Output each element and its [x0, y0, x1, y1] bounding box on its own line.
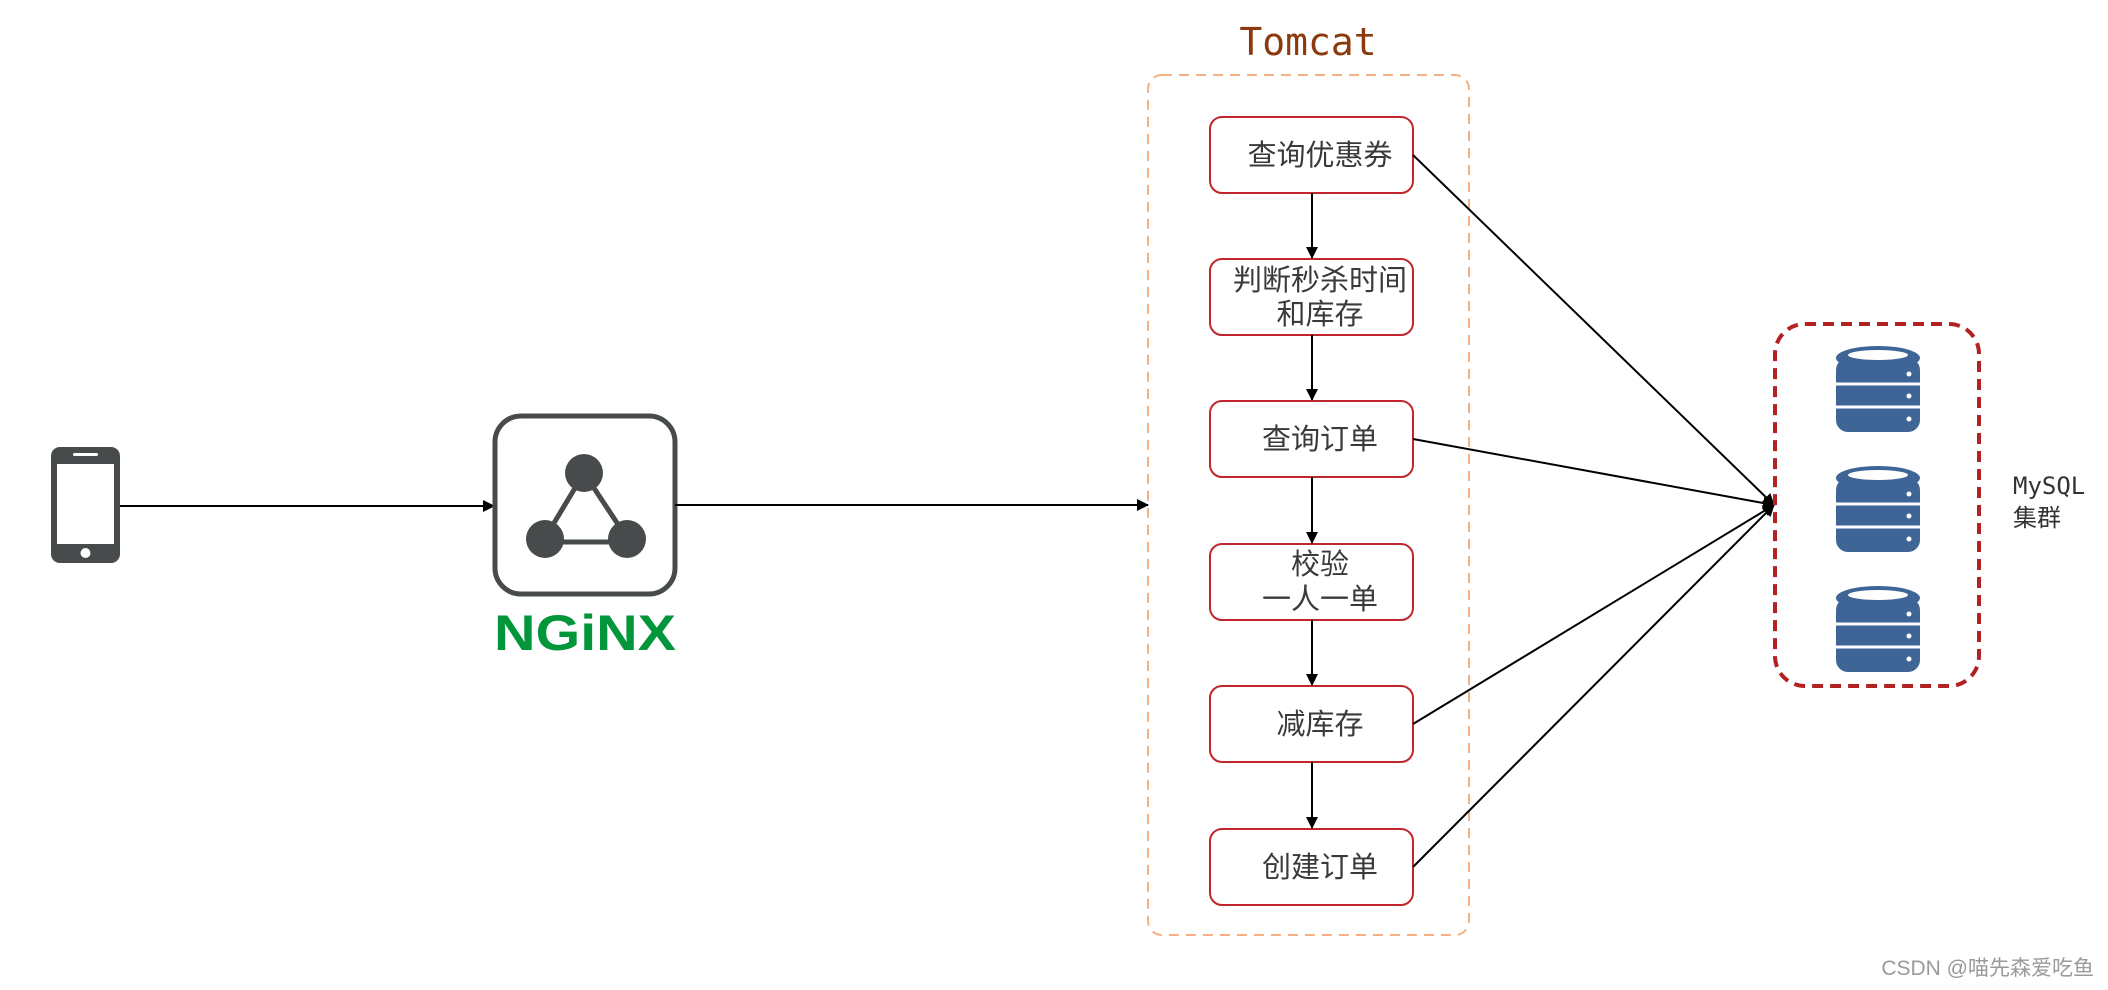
- step-box-create-order: 创建订单: [1209, 828, 1414, 906]
- step-label: 减库存: [1276, 707, 1363, 741]
- database-server-icon: [1836, 466, 1920, 552]
- step-box-check-time-stock: 判断秒杀时间 和库存: [1209, 258, 1414, 336]
- step-box-reduce-stock: 减库存: [1209, 685, 1414, 763]
- mysql-cluster-container: [1773, 322, 1981, 688]
- database-server-icon: [1836, 346, 1920, 432]
- mysql-label: MySQL: [2013, 472, 2085, 500]
- watermark: CSDN @喵先森爱吃鱼: [1881, 957, 2094, 980]
- step-label: 判断秒杀时间: [1233, 263, 1407, 297]
- tomcat-title: Tomcat: [1239, 20, 1376, 64]
- arrow-reduce-stock-to-mysql: [1412, 504, 1775, 725]
- step-label: 查询订单: [1262, 422, 1378, 456]
- step-label: 查询优惠券: [1247, 138, 1392, 172]
- tomcat-container: [1147, 74, 1470, 936]
- step-box-query-coupon: 查询优惠券: [1209, 116, 1414, 194]
- arrow-query-coupon-to-mysql: [1412, 154, 1775, 506]
- arrow-create-order-to-mysql: [1412, 504, 1775, 868]
- step-label: 和库存: [1276, 297, 1363, 331]
- step-label: 一人一单: [1262, 582, 1378, 616]
- database-server-icon: [1836, 586, 1920, 672]
- mobile-phone-icon: [51, 447, 120, 563]
- step-label: 校验: [1291, 547, 1349, 581]
- mysql-cluster-label: 集群: [2013, 504, 2061, 532]
- nginx-logo-icon: [492, 413, 678, 597]
- step-box-one-per-user: 校验 一人一单: [1209, 543, 1414, 621]
- arrow-query-order-to-mysql: [1412, 438, 1775, 509]
- step-label: 创建订单: [1262, 850, 1378, 884]
- nginx-label: NGiNX: [494, 605, 676, 661]
- step-box-query-order: 查询订单: [1209, 400, 1414, 478]
